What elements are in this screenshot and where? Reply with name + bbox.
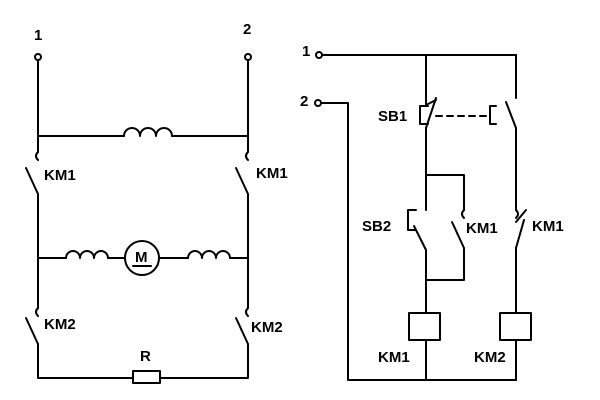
km1-aux-bridge-top [425, 174, 465, 211]
sb1-right-contact-blade [505, 101, 517, 129]
km1-aux-hook [461, 209, 465, 219]
sb1-left-actuator [419, 105, 429, 125]
motor-label: M [135, 249, 148, 266]
km1-right-contact-hook [245, 151, 249, 161]
km2-right-contact-hook [245, 307, 249, 317]
sb2-actuator [407, 209, 417, 231]
km2-left-label: KM2 [44, 316, 76, 333]
resistor-r [132, 370, 161, 384]
km2-right-contact-blade [235, 317, 249, 345]
coil-km2-label: KM2 [474, 349, 506, 366]
bottom-wire-left [37, 343, 134, 379]
km1-left-label: KM1 [44, 167, 76, 184]
km2-left-contact-blade [25, 317, 39, 345]
field-winding-coil [123, 127, 173, 137]
resistor-label: R [140, 348, 151, 365]
right-terminal-1-label: 1 [302, 43, 310, 60]
km1-aux-label: KM1 [466, 220, 498, 237]
coil-km1-label: KM1 [378, 349, 410, 366]
return-wire [320, 102, 517, 381]
km1-nc-hook [515, 209, 519, 219]
km1-aux-blade [451, 221, 465, 249]
coil-km1 [408, 312, 441, 341]
km1-right-contact-blade [235, 167, 249, 195]
motor-winding-right [187, 250, 231, 259]
right-terminal-2-label: 2 [300, 93, 308, 110]
sb1-label: SB1 [378, 108, 407, 125]
left-terminal-2-label: 2 [243, 21, 251, 38]
km1-left-contact-hook [35, 151, 39, 161]
left-terminal-1-label: 1 [34, 27, 42, 44]
km1-aux-bridge-bottom [425, 247, 465, 281]
motor-winding-left [65, 250, 109, 259]
sb1-right-actuator [489, 105, 497, 125]
sb2-label: SB2 [362, 218, 391, 235]
km1-nc-blade [515, 219, 525, 249]
km2-right-label: KM2 [251, 319, 283, 336]
km1-left-contact-blade [25, 167, 39, 195]
km2-left-contact-hook [35, 307, 39, 317]
km1-nc-top [515, 209, 527, 223]
km1-nc-label: KM1 [532, 218, 564, 235]
bottom-wire-right [159, 343, 249, 379]
coil-km2 [499, 312, 532, 341]
right-circuit: 1 2 SB1 SB2 KM1 K [300, 43, 564, 381]
left-circuit: 1 2 KM1 KM1 M KM2 [25, 21, 288, 384]
km1-right-label: KM1 [256, 165, 288, 182]
